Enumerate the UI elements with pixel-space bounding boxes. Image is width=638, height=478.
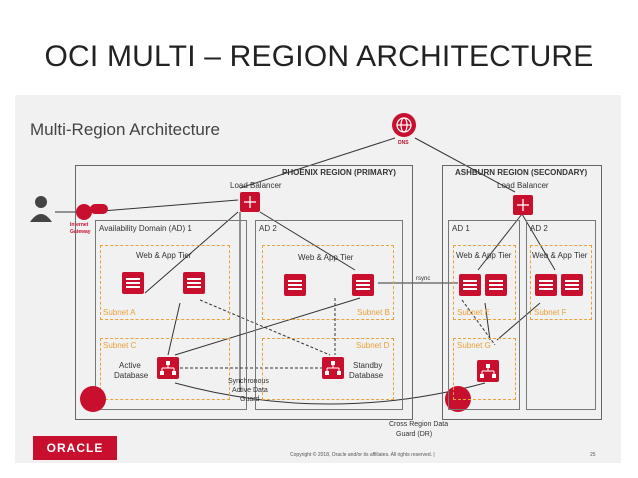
phoenix-ad1-label: Availability Domain (AD) 1 [99, 224, 192, 233]
sync-label-1: Synchronous [228, 378, 269, 385]
diagram-panel [15, 95, 621, 463]
ashburn-title: ASHBURN REGION (SECONDARY) [455, 168, 588, 177]
subnet-a-label: Subnet A [103, 308, 136, 317]
subnet-e-label: Subnet E [457, 308, 490, 317]
subnet-d [262, 338, 394, 400]
gateway-to-lb-line [89, 199, 239, 213]
server-icon [535, 274, 557, 296]
subnet-f [530, 245, 592, 320]
ashburn-ad2 [526, 220, 596, 410]
subnet-c [100, 338, 230, 400]
subnet-g-label: Subnet G [457, 341, 491, 350]
subnet-d-label: Subnet D [356, 341, 390, 350]
subnet-e [453, 245, 516, 320]
sync-label-3: Guard [240, 396, 260, 403]
lb-to-tier2-line [259, 211, 356, 271]
server-icon [561, 274, 583, 296]
phoenix-lb-label: Load Balancer [230, 181, 282, 190]
subnet-f-label: Subnet F [534, 308, 567, 317]
dns-label: DNS [398, 140, 409, 146]
active-database-icon [157, 357, 179, 379]
server-icon [459, 274, 481, 296]
phoenix-title: PHOENIX REGION (PRIMARY) [282, 168, 396, 177]
server-icon [122, 272, 144, 294]
standby-db-label-1: Standby [353, 361, 383, 370]
ashburn-database-icon [477, 360, 499, 382]
phoenix-ad1 [95, 220, 247, 410]
subnet-b-label: Subnet B [357, 308, 390, 317]
lb-to-tier1-line [144, 211, 239, 294]
rsync-label: rsync [416, 276, 431, 282]
ashburn-load-balancer-icon [513, 195, 533, 215]
tier-label-ashburn-2: Web & App Tier [532, 251, 588, 260]
phoenix-region [75, 165, 413, 420]
oracle-logo: ORACLE [33, 436, 117, 460]
subnet-b [262, 245, 394, 320]
dns-to-phoenix-lb-line [239, 137, 396, 189]
internet-gateway-icon [76, 204, 92, 220]
subnet-g [453, 338, 516, 400]
server-icon [352, 274, 374, 296]
user-icon [28, 194, 54, 224]
ashburn-lb-label: Load Balancer [497, 181, 549, 190]
active-db-label-2: Database [114, 371, 149, 380]
footer-page-number: 25 [590, 452, 596, 458]
phoenix-ad2-label: AD 2 [259, 224, 277, 233]
standby-db-label-2: Database [349, 371, 384, 380]
footer-copyright: Copyright © 2018, Oracle and/or its affi… [290, 452, 435, 458]
ashburn-ad1 [448, 220, 520, 410]
server-icon [485, 274, 507, 296]
active-db-label-1: Active [119, 361, 141, 370]
subnet-a [100, 245, 230, 320]
tier2-to-active-db-line [174, 297, 361, 356]
phoenix-load-balancer-icon [240, 192, 260, 212]
gateway-label-2: Gateway [70, 229, 91, 235]
cloud-icon [90, 204, 108, 214]
server-icon [284, 274, 306, 296]
subnet-c-label: Subnet C [103, 341, 137, 350]
slide-title: OCI MULTI – REGION ARCHITECTURE [44, 40, 594, 73]
sync-label-2: Active Data [232, 387, 268, 394]
ashburn-ad2-label: AD 2 [530, 224, 548, 233]
ashburn-lb-to-tier2-line [521, 213, 556, 271]
tier-label-phoenix-2: Web & App Tier [298, 253, 354, 262]
dashed-link-4 [461, 299, 496, 346]
cross-region-label-1: Cross Region Data [389, 421, 449, 428]
cross-region-label-2: Guard (DR) [396, 431, 433, 438]
tier1-to-active-db-line [167, 302, 181, 356]
phoenix-ad2 [255, 220, 403, 410]
ashburn-tier-to-db-line [484, 302, 491, 341]
standby-database-icon [322, 357, 344, 379]
diagram-heading: Multi-Region Architecture [30, 120, 220, 139]
ashburn-region [442, 165, 602, 420]
ashburn-ad1-label: AD 1 [452, 224, 470, 233]
cross-region-arc [174, 382, 486, 405]
firewall-icon [80, 386, 106, 412]
server-icon [183, 272, 205, 294]
dns-globe-icon [392, 113, 416, 137]
ashburn-tier2-to-db-line [496, 302, 541, 341]
dashed-link-1 [199, 299, 331, 356]
ashburn-lb-to-tier1-line [477, 213, 523, 271]
tier-label-phoenix-1: Web & App Tier [136, 251, 192, 260]
tier-label-ashburn-1: Web & App Tier [456, 251, 512, 260]
gateway-label-1: Internet [70, 222, 89, 228]
